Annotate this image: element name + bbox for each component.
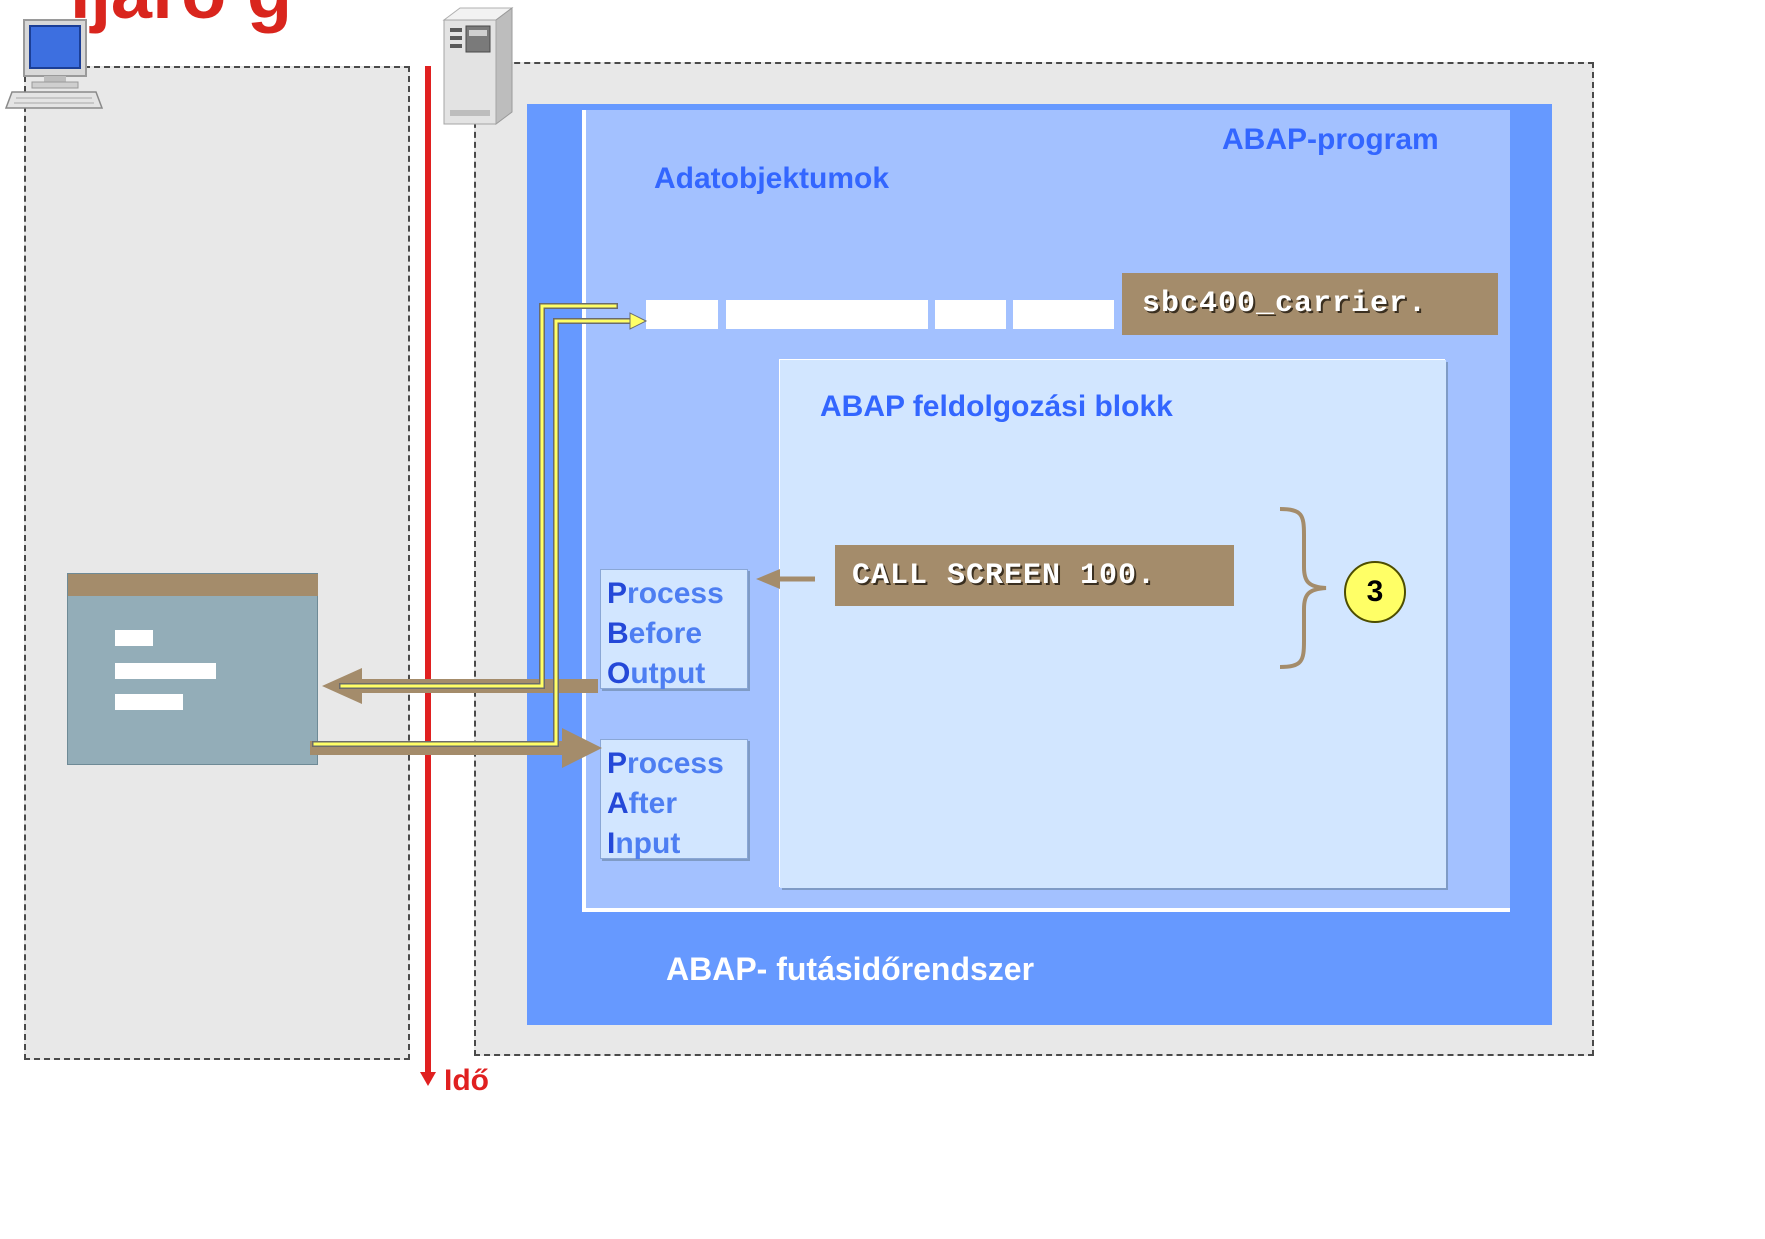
screen-field — [115, 694, 183, 710]
process-before-output-box: Process Before Output — [600, 569, 748, 690]
call-screen-arrow — [756, 569, 780, 589]
application-server-icon — [442, 7, 514, 125]
processing-block-label: ABAP feldolgozási blokk — [820, 390, 1173, 423]
data-object-field — [1013, 300, 1114, 329]
data-objects-label: Adatobjektumok — [654, 162, 890, 195]
time-axis-arrowhead — [420, 1072, 436, 1086]
process-after-input-box: Process After Input — [600, 739, 748, 860]
data-object-field — [935, 300, 1006, 329]
screen-field — [115, 663, 216, 679]
presentation-server-pc-icon — [4, 19, 104, 109]
screen-field — [115, 630, 153, 646]
data-object-field — [646, 300, 718, 329]
time-axis-label: Idő — [444, 1064, 489, 1097]
abap-processing-block — [780, 360, 1446, 888]
runtime-system-label: ABAP- futásidőrendszer — [666, 951, 1035, 987]
screen-title-bar — [68, 574, 318, 596]
pai-arrow — [562, 728, 602, 768]
curly-brace — [1279, 507, 1327, 669]
data-object-field — [726, 300, 928, 329]
yellow-transport-lines — [312, 303, 635, 747]
presentation-server-zone — [24, 66, 410, 1060]
screen-dynpro-window — [67, 573, 318, 765]
abap-program-label: ABAP-program — [1222, 123, 1439, 156]
call-screen-code: CALL SCREEN 100. — [835, 545, 1234, 606]
flow-arrows-layer — [310, 66, 815, 1086]
step-number-badge: 3 — [1344, 561, 1406, 623]
yellow-arrowhead — [629, 312, 648, 330]
slide-title-fragment: ljáró g — [70, 0, 292, 35]
tables-statement-code: sbc400_carrier. — [1122, 273, 1498, 335]
